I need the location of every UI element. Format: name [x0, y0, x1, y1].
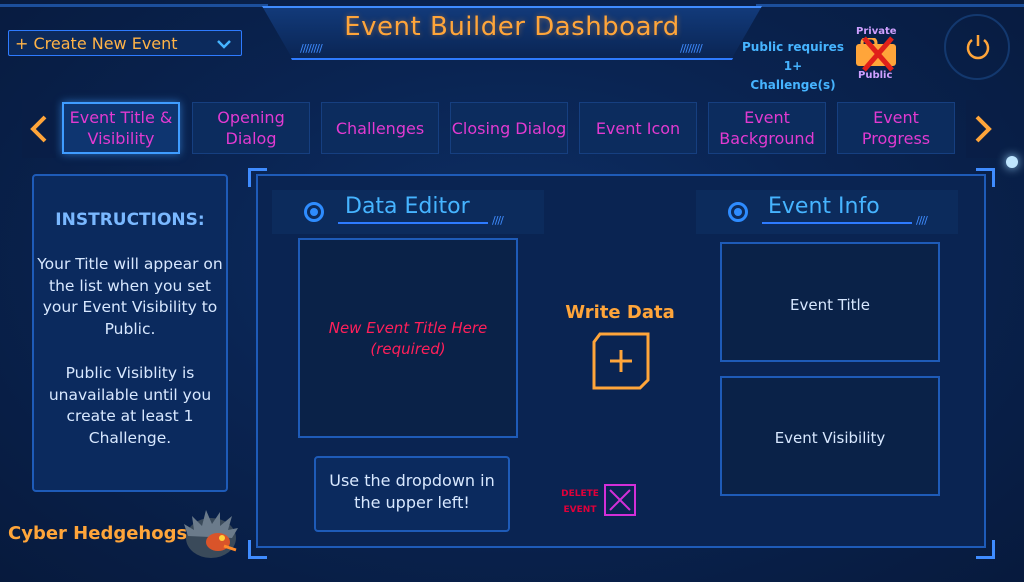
dropdown-hint-text: Use the dropdown in the upper left!	[329, 471, 495, 512]
tab-closing-dialog[interactable]: Closing Dialog	[450, 102, 568, 154]
event-info-heading: Event Info	[768, 194, 880, 219]
data-editor-placeholder: New Event Title Here (required)	[300, 318, 516, 360]
heading-stripes: ////	[492, 214, 504, 227]
tab-opening-dialog[interactable]: Opening Dialog	[192, 102, 310, 154]
instructions-panel	[32, 174, 228, 492]
tab-event-background[interactable]: Event Background	[708, 102, 826, 154]
disabled-x-icon	[862, 36, 894, 72]
delete-event-button[interactable]	[604, 484, 636, 516]
event-title-label: Event Title	[790, 296, 870, 314]
top-right-rail	[756, 4, 1024, 7]
panel-corner-br	[976, 540, 995, 559]
public-note-line2: Challenge(s)	[750, 78, 836, 92]
event-visibility-label: Event Visibility	[774, 429, 886, 447]
instructions-paragraph-2: Public Visiblity is unavailable until yo…	[48, 364, 212, 447]
top-left-rail	[0, 4, 268, 7]
page-title: Event Builder Dashboard	[344, 12, 680, 42]
tab-prev-arrow[interactable]	[22, 100, 56, 158]
public-note-line1: Public requires 1+	[742, 40, 844, 73]
event-title-box	[720, 242, 940, 362]
title-banner-edge	[262, 6, 762, 60]
public-requirement-note: Public requires 1+ Challenge(s)	[734, 38, 852, 95]
write-data-button[interactable]	[592, 332, 650, 390]
heading-underline-2	[762, 222, 912, 224]
chevron-left-icon	[30, 115, 47, 143]
team-name: Cyber Hedgehogs	[8, 523, 188, 544]
tab-event-progress[interactable]: Event Progress	[837, 102, 955, 154]
instructions-title: INSTRUCTIONS:	[55, 210, 205, 230]
delete-event-label: DELETE EVENT	[556, 486, 604, 518]
panel-corner-bl	[248, 540, 267, 559]
title-banner	[262, 6, 762, 58]
visibility-public-label: Public	[858, 70, 893, 81]
visibility-toggle[interactable]: Private Public	[852, 26, 900, 81]
delete-line1: DELETE	[561, 489, 599, 499]
hedgehog-logo-icon	[184, 510, 238, 558]
panel-corner-tr	[976, 168, 995, 187]
target-ring-icon	[304, 202, 324, 222]
create-event-dropdown[interactable]: + Create New Event	[8, 30, 242, 56]
tab-event-icon[interactable]: Event Icon	[579, 102, 697, 154]
tab-challenges[interactable]: Challenges	[321, 102, 439, 154]
tab-event-title-visibility[interactable]: Event Title & Visibility	[62, 102, 180, 154]
delete-line2: EVENT	[563, 505, 597, 515]
chevron-right-icon	[975, 115, 992, 143]
dropdown-selected-label: + Create New Event	[15, 34, 178, 53]
instructions-paragraph-1: Your Title will appear on the list when …	[37, 255, 223, 338]
close-icon	[609, 489, 631, 511]
write-data-label: Write Data	[565, 302, 675, 323]
glow-indicator	[1006, 156, 1018, 168]
heading-stripes-2: ////	[916, 214, 928, 227]
chevron-down-icon	[215, 31, 233, 65]
visibility-private-label: Private	[856, 26, 897, 37]
target-ring-icon-2	[728, 202, 748, 222]
data-editor-heading: Data Editor	[345, 194, 470, 219]
event-visibility-box	[720, 376, 940, 496]
power-icon	[966, 35, 990, 60]
banner-stripes-left: ////////	[300, 42, 323, 55]
tab-next-arrow[interactable]	[966, 100, 1000, 158]
placeholder-line1: New Event Title Here	[328, 319, 488, 337]
dropdown-hint-panel	[314, 456, 510, 532]
banner-stripes-right: ////////	[680, 42, 703, 55]
panel-corner-tl	[248, 168, 267, 187]
placeholder-line2: (required)	[370, 340, 446, 358]
power-button[interactable]	[944, 14, 1010, 80]
heading-underline	[338, 222, 488, 224]
data-editor-input-box[interactable]	[298, 238, 518, 438]
